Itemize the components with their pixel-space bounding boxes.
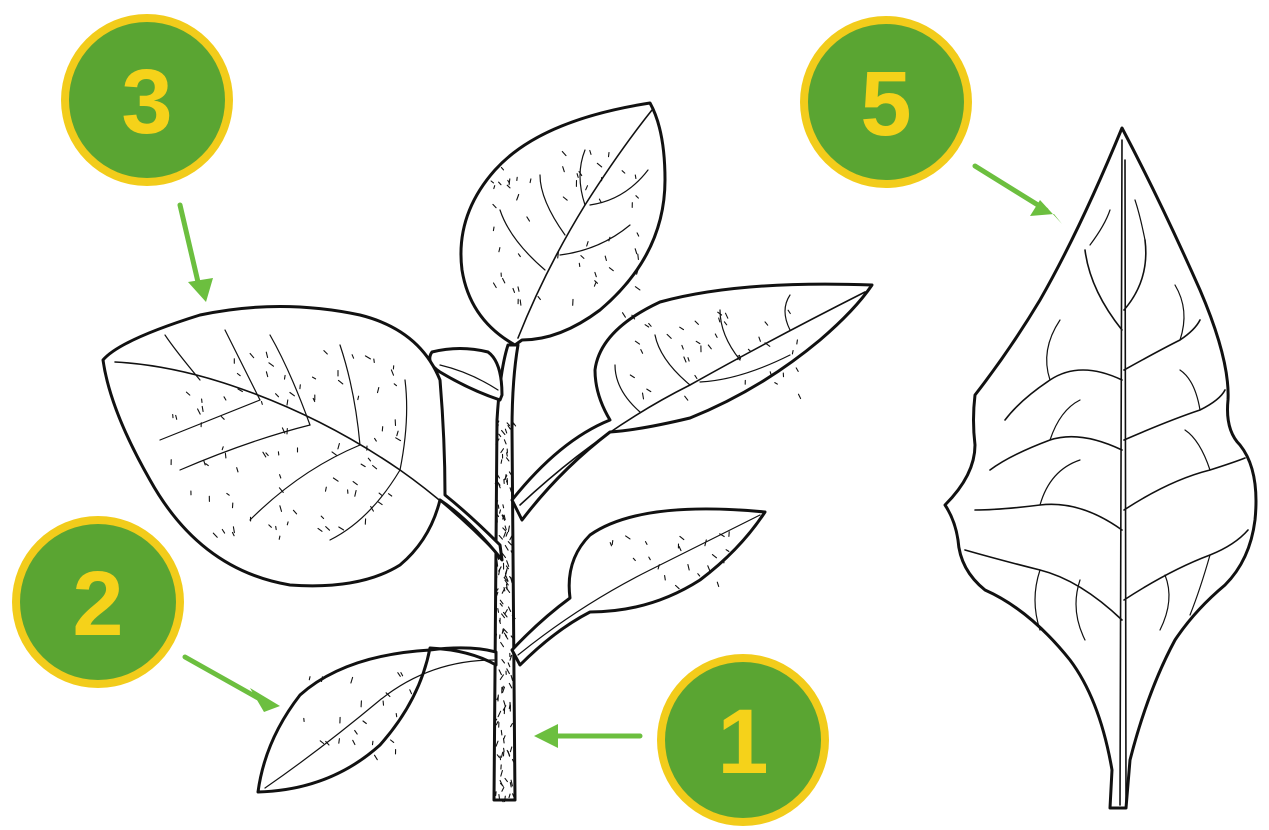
leaf-hair	[396, 714, 397, 717]
leaf-hair	[501, 460, 502, 464]
leaf-hair	[796, 368, 798, 372]
leaf-hair	[530, 179, 531, 183]
leaf-hair	[503, 505, 504, 508]
leaf-hair	[358, 396, 359, 399]
leaf-hair	[509, 179, 510, 185]
leaf-hair	[498, 609, 499, 613]
callout-number: 3	[121, 51, 172, 153]
leaf-hair	[501, 730, 502, 735]
arrow-5	[975, 166, 1062, 224]
leaf-hair	[391, 740, 394, 742]
leaf-hair	[505, 796, 506, 801]
leaf-hair	[797, 340, 798, 344]
leaf-hair	[507, 453, 508, 456]
leaf-hair	[309, 677, 310, 680]
leaf-hair	[287, 522, 288, 525]
leaf-hair	[504, 588, 505, 591]
leaf-hair	[612, 541, 613, 545]
lower-left-leaf	[258, 648, 496, 792]
veined-leaf	[945, 128, 1256, 808]
callout-number: 5	[860, 53, 911, 155]
callout-badge-5: 5	[800, 16, 972, 188]
leaf-hair	[799, 394, 801, 398]
leaf-hair	[512, 544, 513, 548]
arrowhead	[534, 724, 558, 748]
leaf-hair	[498, 505, 499, 508]
arrowhead	[250, 688, 280, 712]
callout-number: 1	[717, 691, 768, 793]
leaf-hair	[262, 402, 263, 405]
arrow-2	[185, 657, 280, 712]
leaf-hair	[635, 175, 636, 179]
leaf-hair	[635, 287, 640, 290]
arrow-1	[534, 724, 640, 748]
leaf-hair	[579, 263, 580, 266]
leaf-hair	[717, 582, 718, 586]
leaf-hair	[339, 739, 340, 744]
leaf-hair	[638, 254, 639, 259]
leaf-hair	[375, 755, 378, 760]
arrowhead	[188, 278, 213, 302]
leaf-hair	[665, 576, 666, 581]
leaf-hair	[497, 560, 498, 566]
leaf-hair	[558, 252, 559, 258]
arrow-3	[180, 205, 213, 302]
veined-leaf-midrib	[1125, 160, 1126, 805]
leaf-hair	[520, 300, 521, 305]
leaf-hair	[792, 351, 793, 354]
large-left-leaf	[103, 307, 502, 586]
leaf-hair	[609, 153, 610, 157]
leaf-hair	[225, 453, 226, 458]
leaf-hair	[326, 487, 327, 491]
callout-badge-3: 3	[61, 14, 233, 186]
leaf-hair	[276, 526, 277, 529]
leaf-hair	[775, 383, 778, 385]
callout-badge-2: 2	[12, 516, 184, 688]
leaf-hair	[504, 748, 505, 751]
leaf-hair	[285, 375, 286, 379]
leaf-hair	[493, 227, 494, 231]
right-lower-leaf	[512, 509, 765, 665]
leaf-hair	[499, 795, 500, 799]
leaf-hair	[507, 584, 508, 590]
callout-badge-1: 1	[657, 654, 829, 826]
top-leaf	[461, 103, 665, 345]
leaf-hair	[279, 536, 280, 539]
leaf-hair	[623, 313, 626, 318]
leaf-hair	[507, 479, 508, 482]
leaf-hair	[374, 359, 375, 363]
callout-number: 2	[72, 553, 123, 655]
